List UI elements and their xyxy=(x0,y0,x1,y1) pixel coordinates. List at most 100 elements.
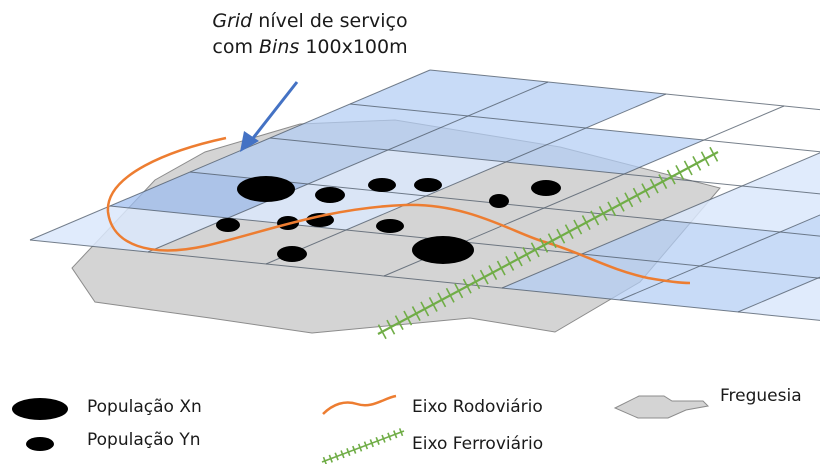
rail-track xyxy=(321,430,405,463)
callout-line-2: com Bins 100x100m xyxy=(160,34,460,60)
grid-bin-cell xyxy=(742,152,820,194)
population-dot xyxy=(315,187,345,203)
rail-tie xyxy=(328,454,333,463)
arrow-head xyxy=(240,131,259,152)
grid-bin-cell xyxy=(700,232,820,278)
grid-bin-cell xyxy=(228,184,426,230)
grid-bin-cell xyxy=(190,138,388,184)
grid-bin-cell xyxy=(662,186,820,232)
rail-track xyxy=(377,151,719,335)
service-grid xyxy=(30,70,820,321)
rail-tie xyxy=(581,215,591,230)
callout-line-1: Grid nível de serviço xyxy=(160,8,460,34)
legend-population-x-label: População Xn xyxy=(87,397,202,417)
rail-tie xyxy=(377,324,387,340)
grid-bin-cell xyxy=(738,278,820,321)
rail-tie xyxy=(352,445,357,454)
legend-road-label: Eixo Rodoviário xyxy=(412,397,543,417)
rail-tie xyxy=(573,219,583,235)
rail-tie xyxy=(420,301,430,317)
callout-grid-word: Grid xyxy=(212,10,253,32)
rail-tie xyxy=(522,246,532,262)
population-dot xyxy=(376,219,404,233)
grid-bin-cell xyxy=(308,150,506,196)
rail-tie xyxy=(632,187,642,203)
rail-tie xyxy=(624,192,634,208)
legend-parish-symbol xyxy=(613,395,710,419)
grid-bin-cell xyxy=(506,128,704,174)
rail-tie xyxy=(505,256,515,271)
grid-bin-cell xyxy=(468,82,666,128)
rail-tie xyxy=(398,428,404,437)
rail-tie xyxy=(363,441,369,450)
population-dot xyxy=(277,246,307,262)
grid-bin-cell xyxy=(270,104,468,150)
rail-tie xyxy=(496,260,506,276)
rail-tie xyxy=(641,183,651,199)
rail-tie xyxy=(709,146,719,162)
legend-road-symbol xyxy=(322,394,397,415)
population-dot xyxy=(414,178,442,192)
rail-tie xyxy=(386,319,396,335)
population-dot xyxy=(237,176,295,202)
grid-line xyxy=(349,103,820,153)
callout-line-1-rest: nível de serviço xyxy=(252,10,408,32)
grid-line xyxy=(265,93,667,265)
callout-line-2-rest: 100x100m xyxy=(299,36,408,58)
rail-tie xyxy=(658,174,668,190)
rail-tie xyxy=(513,251,523,267)
legend-population-x-symbol xyxy=(12,398,68,420)
population-dot xyxy=(412,236,474,264)
rail-tie xyxy=(675,165,685,180)
rail-tie xyxy=(692,155,702,171)
rail-tie xyxy=(590,210,600,226)
rail-tie xyxy=(539,237,549,253)
rail-tie xyxy=(530,242,540,258)
legend-parish-label: Freguesia xyxy=(720,386,802,406)
grid-line xyxy=(29,69,431,241)
rail-tie xyxy=(387,432,392,441)
rail-tie xyxy=(334,452,339,461)
rail-tie xyxy=(375,436,380,445)
rail-tie xyxy=(666,169,676,185)
grid-line xyxy=(501,152,820,289)
callout-bins-word: Bins xyxy=(259,36,300,58)
legend-population-y-symbol xyxy=(26,437,54,451)
rail-tie xyxy=(428,296,438,312)
legend-rail-label: Eixo Ferroviário xyxy=(412,434,544,454)
rail-tie xyxy=(340,450,345,459)
population-dot xyxy=(216,218,240,232)
grid-bin-cell xyxy=(350,70,548,116)
grid-bin-cell xyxy=(30,206,228,252)
grid-line xyxy=(147,81,549,253)
rail-tie xyxy=(381,434,386,443)
grid-line xyxy=(429,69,820,111)
rail-tie xyxy=(394,315,404,331)
rail-tie xyxy=(437,292,447,308)
rail-tie xyxy=(411,306,421,321)
grid-bin-cell xyxy=(582,220,780,266)
rail-tie xyxy=(357,443,363,452)
population-dots xyxy=(216,176,561,264)
rail-tie xyxy=(607,201,617,217)
rail-tie xyxy=(547,233,557,249)
grid-line xyxy=(29,239,820,321)
rail-tie xyxy=(700,151,710,167)
population-dot xyxy=(368,178,396,192)
rail-tie xyxy=(615,196,625,212)
callout-line-2-prefix: com xyxy=(212,36,260,58)
rail-tie xyxy=(683,160,693,176)
rail-tie xyxy=(322,456,327,464)
road-axis-line xyxy=(106,136,691,285)
rail-tie xyxy=(346,448,351,457)
rail-tie xyxy=(471,274,481,290)
population-dot xyxy=(489,194,509,208)
rail-tie xyxy=(598,205,608,221)
rail-tie xyxy=(488,265,498,281)
grid-bin-cell xyxy=(388,116,586,162)
rail-tie xyxy=(445,287,455,303)
rail-tie xyxy=(393,430,398,439)
rail-tie xyxy=(649,178,659,194)
rail-tie xyxy=(479,269,489,285)
